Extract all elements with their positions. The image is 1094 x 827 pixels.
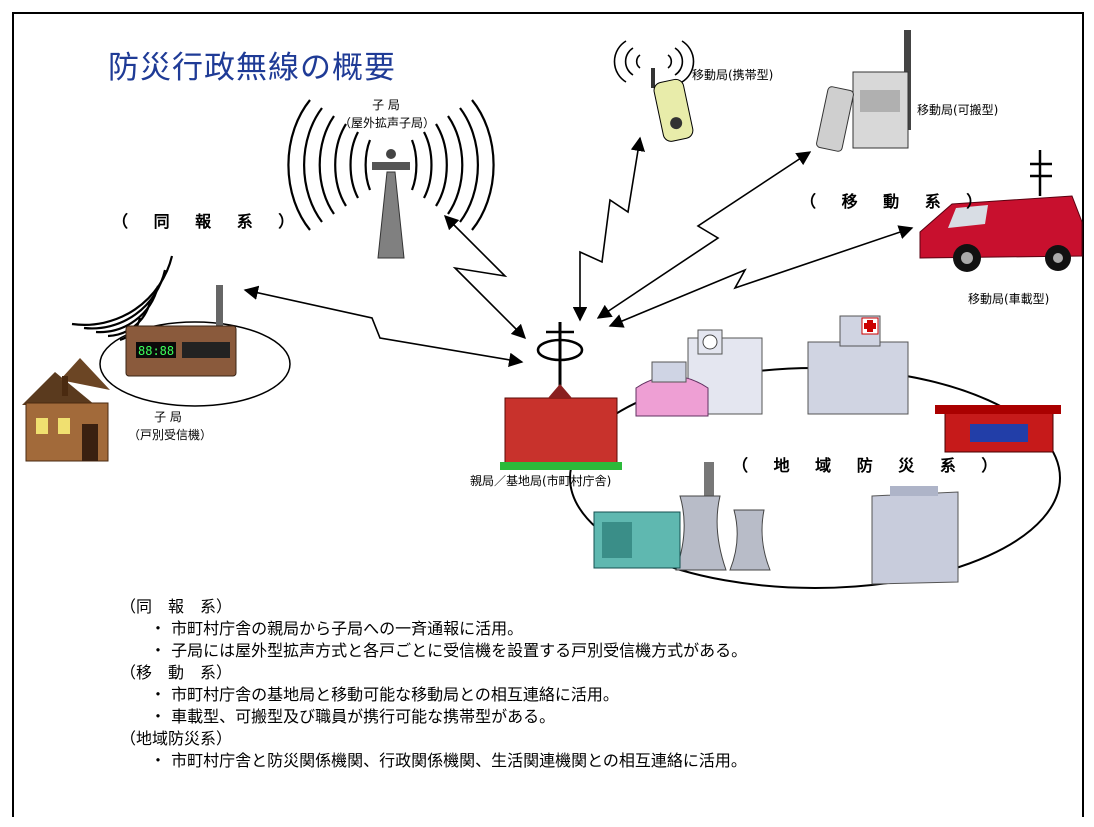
power-plant-icon	[593, 462, 771, 571]
portable-label: 移動局(携帯型)	[692, 68, 774, 82]
outdoor-speaker-icon	[287, 99, 495, 259]
notes-bullet: ・ 車載型、可搬型及び職員が携行可能な携帯型がある。	[150, 707, 556, 726]
outdoor-station-sublabel: （屋外拡声子局）	[338, 116, 435, 130]
indoor-receiver-icon: 88:88	[71, 255, 291, 407]
section-ido: （ 移 動 系 ）	[800, 192, 993, 211]
police-station-icon	[935, 405, 1061, 453]
outdoor-station-label: 子 局	[372, 98, 400, 112]
base-station-icon	[500, 322, 622, 470]
clock-digits: 88:88	[138, 344, 174, 358]
transportable-label: 移動局(可搬型)	[917, 103, 999, 117]
page-title: 防災行政無線の概要	[108, 50, 396, 86]
notes-heading-doho: （同 報 系）	[120, 597, 233, 616]
base-station-label: 親局／基地局(市町村庁舎)	[470, 474, 612, 488]
link-vehicle	[608, 225, 914, 328]
link-transportable	[596, 151, 812, 319]
portable-phone-icon	[613, 40, 695, 142]
notes-section: （同 報 系） ・ 市町村庁舎の親局から子局への一斉通報に活用。 ・ 子局には屋…	[120, 596, 747, 772]
link-outdoor-station	[443, 214, 527, 340]
vehicle-label: 移動局(車載型)	[968, 292, 1050, 306]
notes-heading-ido: （移 動 系）	[120, 663, 233, 682]
link-portable	[572, 136, 646, 322]
house-icon	[22, 358, 110, 462]
section-doho: （ 同 報 系 ）	[112, 212, 305, 231]
notes-bullet: ・ 子局には屋外型拡声方式と各戸ごとに受信機を設置する戸別受信機方式がある。	[150, 641, 748, 660]
indoor-station-label: 子 局	[154, 410, 182, 424]
office-building-icon	[871, 486, 959, 585]
hospital-icon	[807, 315, 909, 415]
notes-bullet: ・ 市町村庁舎の基地局と移動可能な移動局との相互連絡に活用。	[150, 685, 619, 704]
vehicle-icon	[919, 150, 1083, 272]
transportable-radio-icon	[816, 30, 911, 152]
school-icon	[635, 329, 763, 417]
indoor-station-sublabel: （戸別受信機）	[127, 428, 212, 442]
section-chiiki: （ 地 域 防 災 系 ）	[732, 456, 1008, 475]
notes-heading-chiiki: （地域防災系）	[120, 729, 233, 748]
page-frame	[12, 12, 1084, 817]
link-indoor-station	[243, 285, 524, 367]
notes-bullet: ・ 市町村庁舎の親局から子局への一斉通報に活用。	[150, 619, 524, 638]
notes-bullet: ・ 市町村庁舎と防災関係機関、行政関係機関、生活関連機関との相互連絡に活用。	[150, 751, 747, 770]
